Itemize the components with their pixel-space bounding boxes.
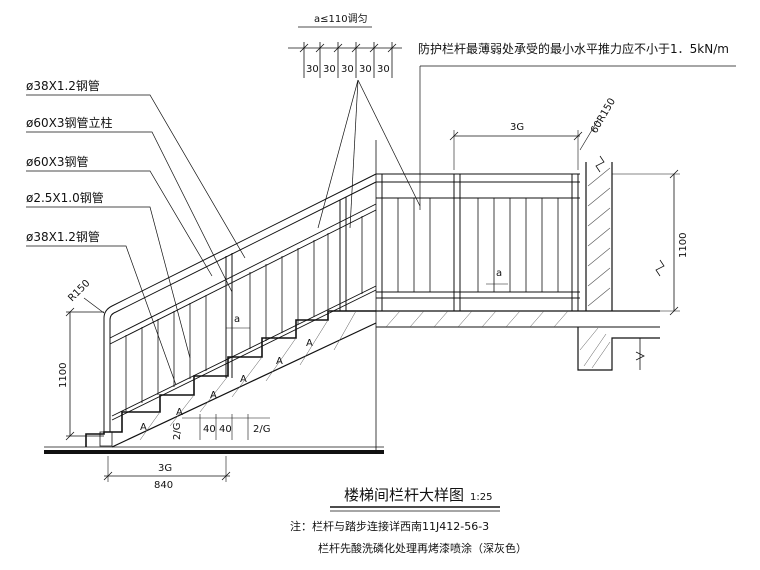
drawing-scale: 1:25 (470, 492, 492, 503)
label-pipe-60: ø60X3钢管 (26, 154, 88, 169)
ground-slab (44, 450, 384, 454)
force-note: 防护栏杆最薄弱处承受的最小水平推力应不小于1．5kN/m (418, 41, 729, 56)
svg-text:A: A (306, 338, 313, 349)
svg-text:A: A (176, 407, 183, 418)
segment-3: 30 (341, 64, 354, 75)
segment-5: 30 (377, 64, 390, 75)
dim-r150-left: R150 (66, 278, 92, 304)
material-labels: ø38X1.2钢管 ø60X3钢管立柱 ø60X3钢管 ø2.5X1.0钢管 ø… (26, 78, 245, 385)
segment-1: 30 (306, 64, 319, 75)
left-dimensions: R150 1100 (58, 278, 104, 440)
spacing-note: a≤110调匀 (314, 13, 368, 25)
landing-railing: a (376, 174, 580, 311)
label-pipe-38-top: ø38X1.2钢管 (26, 78, 100, 93)
svg-text:A: A (210, 390, 217, 401)
label-post-60: ø60X3钢管立柱 (26, 115, 112, 130)
dim-a-mid: a (234, 314, 240, 325)
dim-top-60r150: 60R150 (589, 96, 618, 135)
dim-top-3g: 3G (510, 122, 524, 133)
dim-1100-left: 1100 (58, 363, 69, 388)
segment-4: 30 (359, 64, 372, 75)
drawing-title: 楼梯间栏杆大样图 (344, 486, 464, 504)
svg-text:A: A (240, 374, 247, 385)
dim-step-right: 2/G (253, 424, 270, 435)
stair-slab-underside (112, 323, 376, 447)
label-pipe-25: ø2.5X1.0钢管 (26, 190, 104, 205)
dim-1100-right: 1100 (678, 233, 689, 258)
dim-bottom-3g: 3G (158, 463, 172, 474)
svg-text:A: A (140, 422, 147, 433)
top-spacing-group: a≤110调匀 30 30 30 30 30 防护栏杆最薄弱处承受的最小水平推力… (288, 13, 736, 228)
title-block: 楼梯间栏杆大样图 1:25 注：栏杆与踏步连接详西南11J412-56-3 栏杆… (290, 486, 527, 555)
landing-slab (376, 156, 664, 370)
dim-step-40b: 40 (219, 424, 232, 435)
dim-a-right: a (496, 268, 502, 279)
step-dimensions: 2/G 40 40 2/G 3G 840 (104, 414, 270, 491)
stair-structure: A A A A A A (44, 140, 384, 454)
right-dimensions: 3G 60R150 1100 (450, 96, 689, 315)
dim-bottom-840: 840 (154, 480, 173, 491)
dim-step-left: 2/G (172, 423, 183, 440)
note-line-1: 注：栏杆与踏步连接详西南11J412-56-3 (290, 519, 489, 533)
note-line-2: 栏杆先酸洗磷化处理再烤漆喷涂（深灰色） (318, 541, 527, 555)
svg-text:A: A (276, 356, 283, 367)
dim-step-40a: 40 (203, 424, 216, 435)
label-pipe-38-bottom: ø38X1.2钢管 (26, 229, 100, 244)
segment-2: 30 (323, 64, 336, 75)
stair-railing: a (104, 174, 376, 432)
